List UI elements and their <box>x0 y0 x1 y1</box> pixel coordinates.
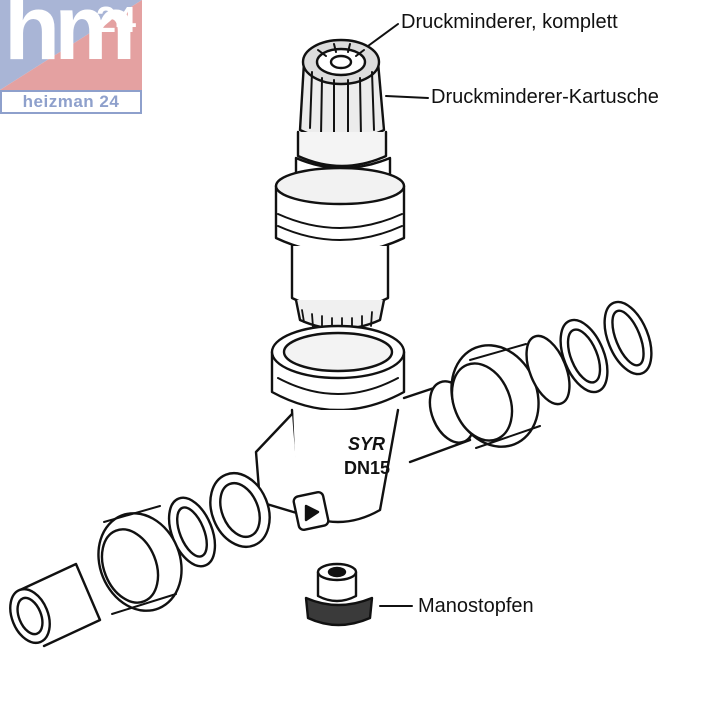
left-pipe-connector <box>209 472 271 548</box>
label-pressure-reducer-complete: Druckminderer, komplett <box>401 11 618 33</box>
logo-subtitle-text: heizman 24 <box>22 92 120 111</box>
gauge-plug <box>304 562 374 627</box>
valve-housing <box>254 324 476 532</box>
right-seal-rings <box>525 300 653 406</box>
housing-size-text: DN15 <box>344 458 390 478</box>
logo-red-triangle <box>0 0 142 90</box>
logo-color-block: hm 24 <box>0 0 142 90</box>
logo-hm-text: hm <box>4 0 136 79</box>
leader-line-cartridge <box>385 95 429 99</box>
logo-subtitle-bar: heizman 24 <box>0 90 142 114</box>
logo-24-text: 24 <box>95 0 136 40</box>
left-tailpiece <box>9 562 102 648</box>
label-cartridge: Druckminderer-Kartusche <box>431 86 659 108</box>
heizman24-logo: hm 24 heizman 24 <box>0 0 142 114</box>
right-union-nut <box>450 343 541 449</box>
leader-line-pressure-reducer <box>367 23 399 47</box>
label-gauge-plug: Manostopfen <box>418 595 534 617</box>
adjustment-knob <box>298 38 386 142</box>
left-union-nut <box>97 505 183 615</box>
housing-brand-text: SYR <box>348 434 385 454</box>
cartridge-body <box>274 130 406 333</box>
left-seal-ring <box>167 496 217 568</box>
leader-lines <box>367 23 429 607</box>
